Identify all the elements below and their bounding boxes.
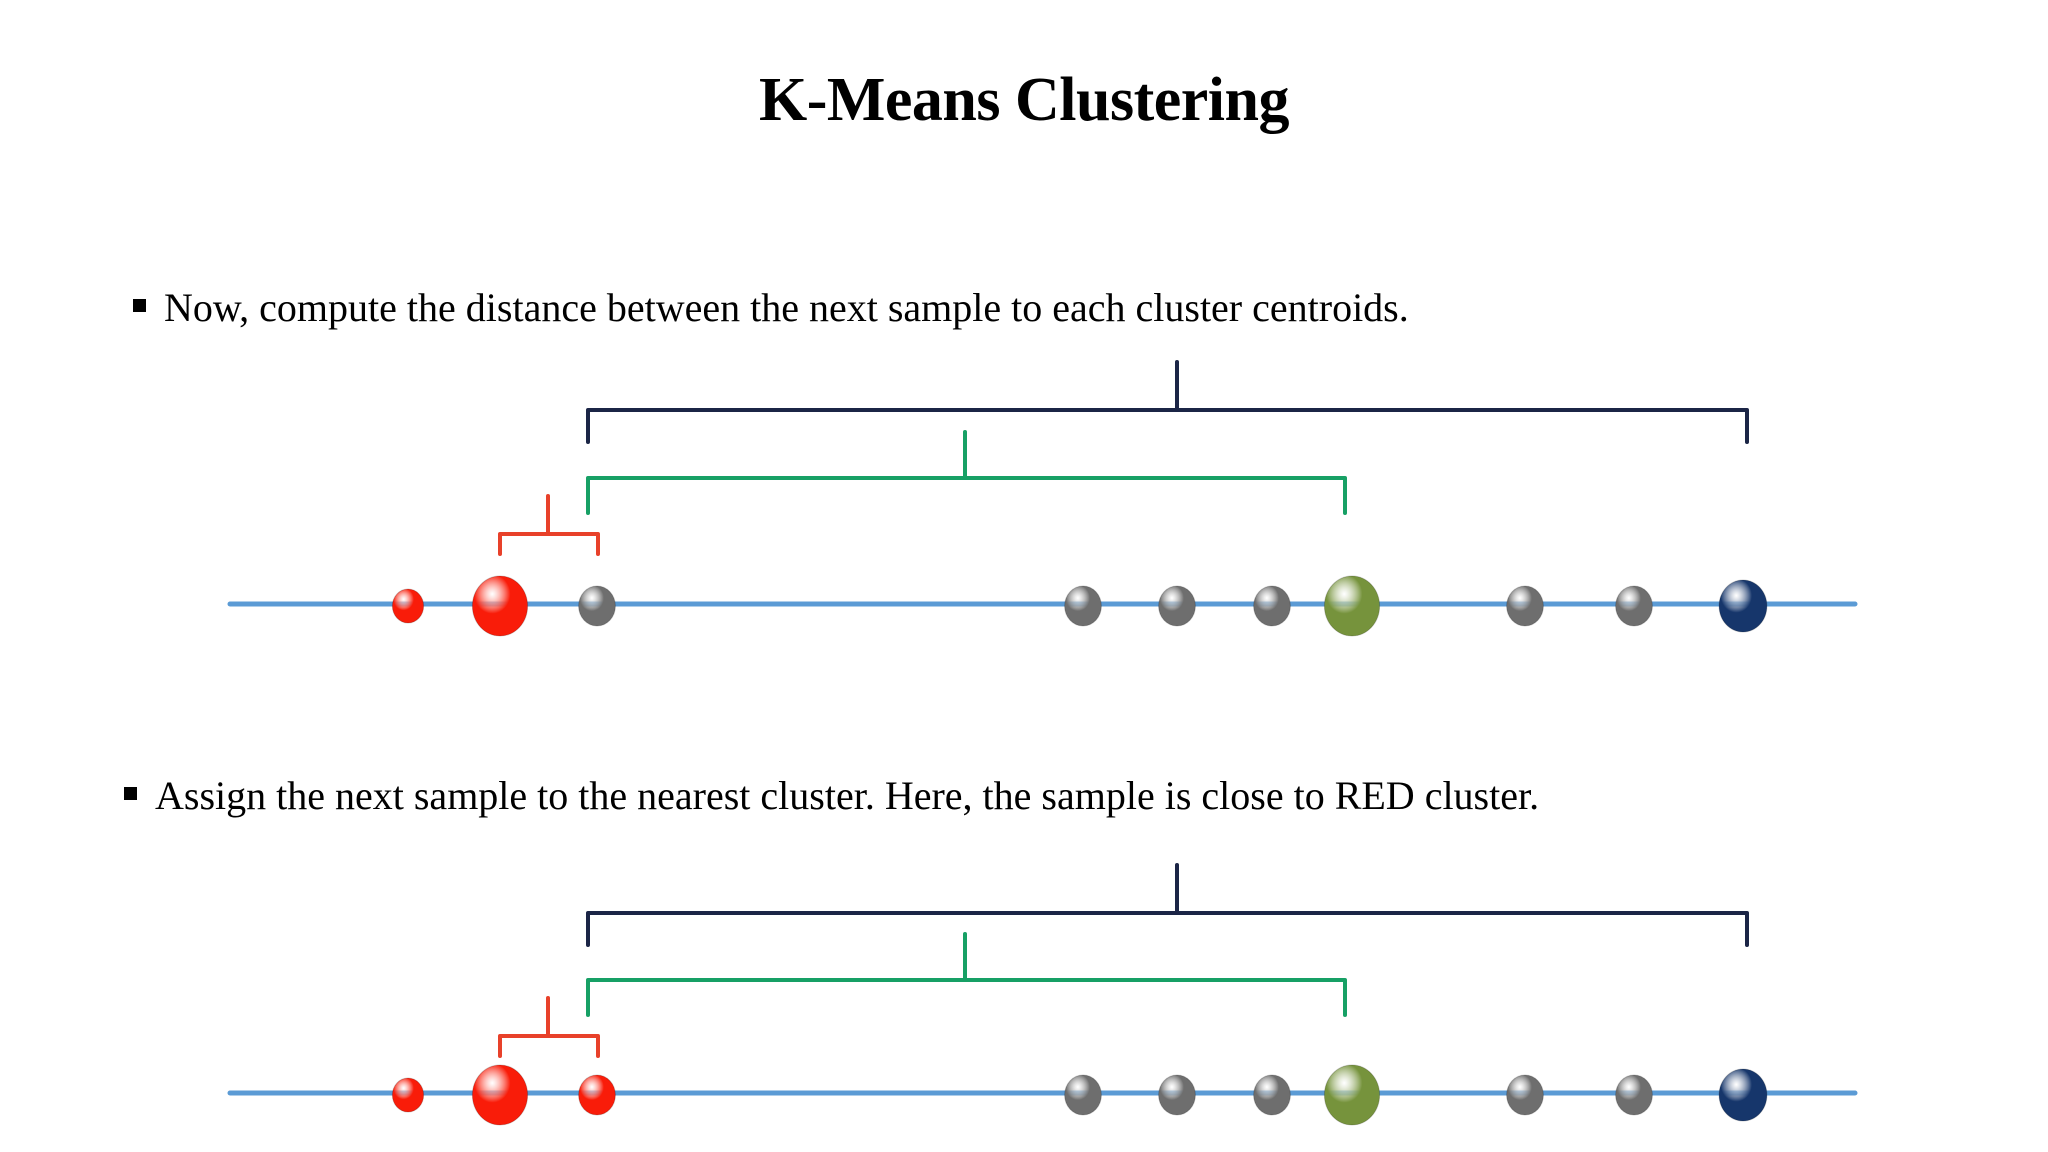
point-navy-1 [1718,579,1768,633]
point-gray-5 [1506,585,1544,627]
point-red-small-1 [391,1077,425,1113]
point-red-small-2 [578,1074,616,1116]
point-gray-4 [1253,1074,1291,1116]
bullet-item-2: Assign the next sample to the nearest cl… [124,770,1924,823]
diagram-2-points [391,1064,1768,1126]
point-gray-1 [578,585,616,627]
point-red-large-1 [471,1064,529,1126]
bullet-2-text: Assign the next sample to the nearest cl… [155,773,1540,818]
cluster-diagram-2 [0,855,2048,1152]
point-green-1 [1323,575,1381,637]
point-gray-2 [1064,1074,1102,1116]
bracket-green [586,476,1347,515]
point-gray-6 [1615,585,1653,627]
diagram-1-brackets [498,360,1749,556]
cluster-diagram-1 [0,350,2048,650]
point-gray-3 [1158,585,1196,627]
point-red-small-1 [391,588,425,624]
point-red-large-1 [471,575,529,637]
point-gray-2 [1064,585,1102,627]
bracket-red [498,1034,600,1058]
point-gray-3 [1158,1074,1196,1116]
point-navy-1 [1718,1068,1768,1122]
point-gray-5 [1506,1074,1544,1116]
point-green-1 [1323,1064,1381,1126]
square-bullet-icon [133,299,146,312]
bullet-1-text: Now, compute the distance between the ne… [164,285,1409,330]
page-title: K-Means Clustering [758,66,1290,134]
diagram-1-points [391,575,1768,637]
diagram-1-svg [227,360,1858,637]
point-gray-4 [1253,585,1291,627]
point-gray-6 [1615,1074,1653,1116]
diagram-2-svg [227,863,1858,1126]
square-bullet-icon [124,787,137,800]
bracket-red [498,532,600,556]
bracket-navy [586,911,1749,947]
bullet-item-1: Now, compute the distance between the ne… [133,282,1893,335]
bracket-navy [586,408,1749,444]
diagram-2-brackets [498,863,1749,1058]
bracket-green [586,978,1347,1017]
